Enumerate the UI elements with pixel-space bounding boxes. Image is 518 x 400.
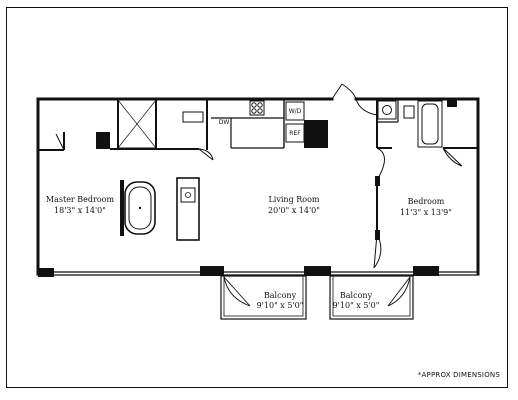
column-block bbox=[96, 132, 110, 149]
sink bbox=[180, 187, 196, 203]
door bbox=[198, 148, 214, 161]
column-block bbox=[200, 266, 224, 276]
column-block bbox=[447, 99, 457, 107]
washer-dryer bbox=[285, 101, 305, 121]
living-room-dims: 20'0" x 14'0" bbox=[268, 206, 320, 215]
door bbox=[355, 98, 378, 116]
refrigerator bbox=[285, 123, 305, 143]
balcony-door bbox=[223, 276, 251, 307]
bath-toilet bbox=[403, 105, 415, 119]
burner bbox=[257, 102, 263, 108]
door bbox=[442, 147, 463, 167]
burner bbox=[251, 108, 257, 114]
drain bbox=[138, 206, 142, 210]
column-block bbox=[304, 120, 328, 148]
shower bbox=[117, 99, 157, 149]
refrigerator-label: REF bbox=[289, 130, 301, 137]
bedroom-label: Bedroom bbox=[408, 197, 445, 206]
balcony-right-dims: 9'10" x 5'0" bbox=[333, 301, 380, 310]
master-bedroom-label: Master Bedroom bbox=[46, 195, 115, 204]
bedroom-dims: 11'3" x 13'9" bbox=[400, 208, 452, 217]
page-frame bbox=[6, 7, 508, 388]
balcony-left-label: Balcony bbox=[264, 291, 297, 300]
toilet bbox=[182, 111, 204, 123]
balcony-door bbox=[387, 276, 411, 307]
dishwasher-label: DW bbox=[219, 119, 230, 126]
column-block bbox=[38, 268, 54, 277]
approx-dimensions-note: *APPROX DIMENSIONS bbox=[417, 371, 500, 379]
balcony-right-label: Balcony bbox=[340, 291, 373, 300]
burner bbox=[257, 108, 263, 114]
balcony-right-inner bbox=[332, 275, 411, 317]
door bbox=[373, 233, 382, 269]
bathtub bbox=[124, 181, 156, 235]
living-room-label: Living Room bbox=[268, 195, 319, 204]
sink-drain bbox=[185, 192, 191, 198]
wall-stub bbox=[375, 176, 380, 186]
entry-door bbox=[331, 83, 357, 100]
bathtub-inner bbox=[128, 186, 152, 230]
washer-dryer-label: W/D bbox=[289, 108, 302, 115]
column-block bbox=[413, 266, 439, 276]
bath-tub bbox=[417, 100, 443, 148]
vanity bbox=[176, 177, 200, 241]
burner bbox=[251, 102, 257, 108]
balcony-left-inner bbox=[223, 275, 304, 317]
bath-sink bbox=[377, 100, 397, 120]
door bbox=[55, 133, 65, 151]
bath-tub-inner bbox=[421, 103, 439, 145]
column-block bbox=[304, 266, 331, 276]
door bbox=[376, 147, 392, 181]
balcony-left-dims: 9'10" x 5'0" bbox=[257, 301, 304, 310]
cooktop bbox=[249, 100, 265, 116]
tub-edge bbox=[120, 180, 124, 236]
master-bedroom-dims: 18'3" x 14'0" bbox=[54, 206, 106, 215]
shower-x bbox=[117, 99, 157, 149]
bath-sink-bowl bbox=[382, 105, 392, 115]
